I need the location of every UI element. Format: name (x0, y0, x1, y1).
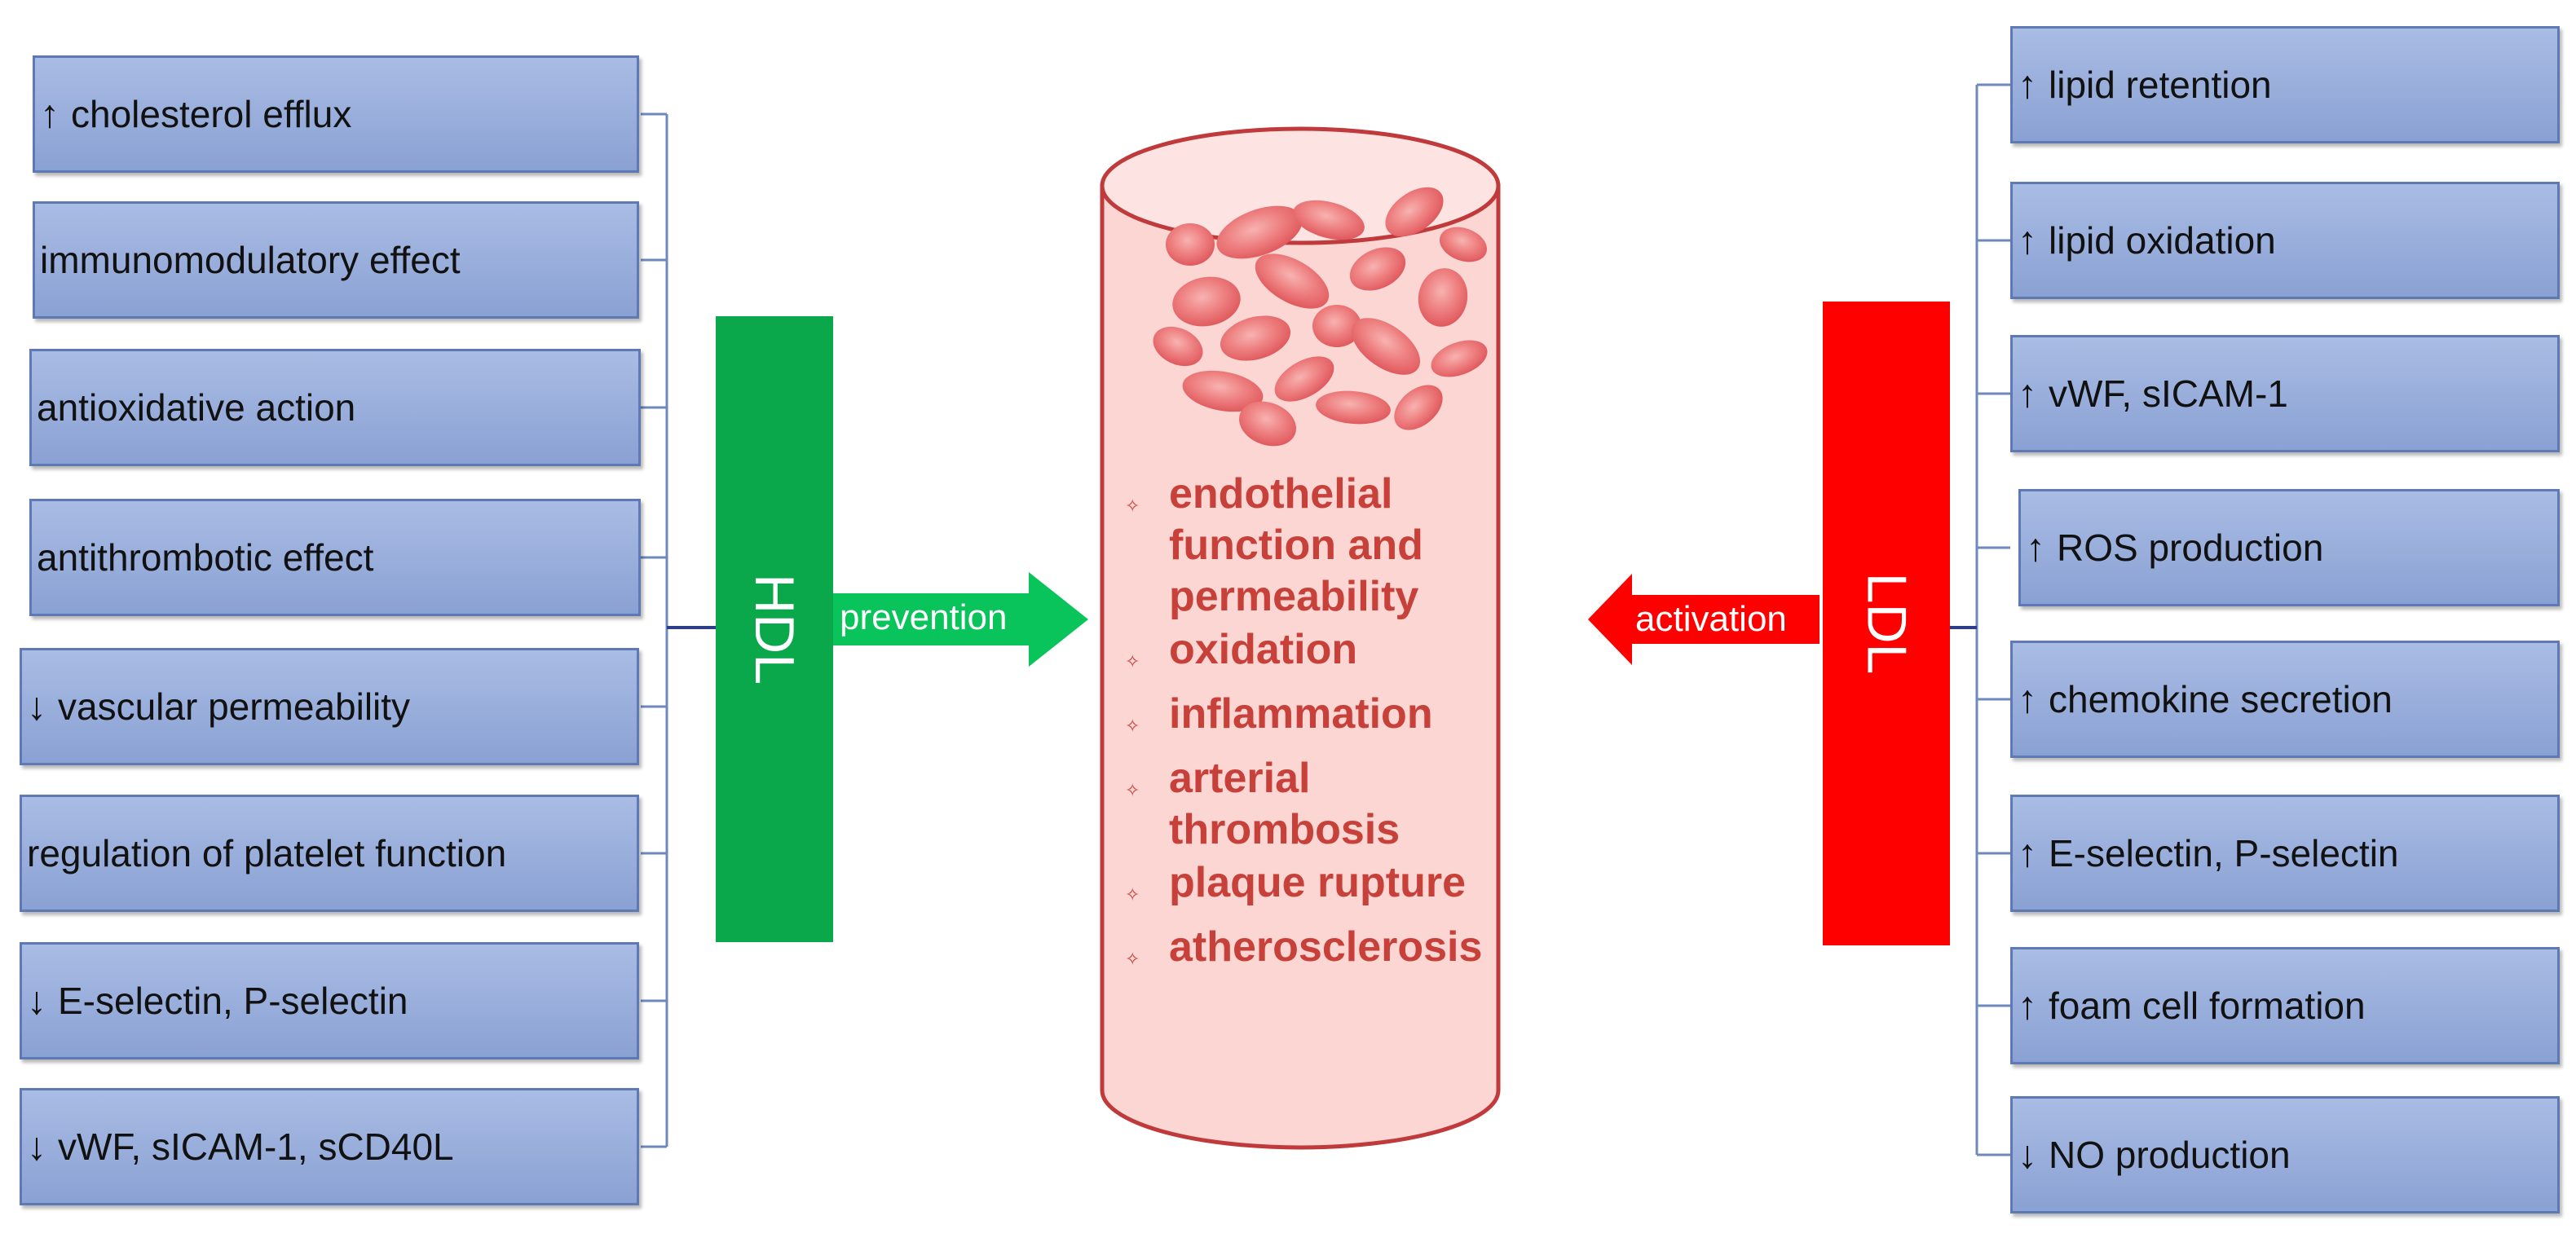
hdl-effect-label: cholesterol efflux (71, 93, 352, 135)
ldl-effect-label: ROS production (2057, 526, 2324, 569)
ldl-effect-label: NO production (2049, 1134, 2291, 1176)
ldl-effect-label: E-selectin, P-selectin (2049, 832, 2399, 874)
hdl-bar: HDL (716, 316, 833, 942)
ldl-effect-box: ↓ NO production (2010, 1096, 2560, 1214)
outcome-label: atherosclerosis (1169, 923, 1483, 971)
activation-arrow (1588, 574, 1820, 665)
outcome-label: oxidation (1169, 626, 1358, 673)
outcome-item: ✧ endothelial function and permeability (1125, 469, 1549, 623)
down-arrow-icon: ↓ (27, 685, 46, 729)
down-arrow-icon: ↓ (27, 979, 46, 1023)
ldl-effect-box: ↑ lipid retention (2010, 26, 2560, 143)
hdl-connector-lines (641, 112, 716, 1148)
hdl-effect-label: regulation of platelet function (27, 832, 507, 874)
outcome-item: ✧ atherosclerosis (1125, 922, 1549, 985)
diamond-bullet-icon: ✧ (1125, 496, 1140, 516)
down-arrow-icon: ↓ (27, 1125, 46, 1169)
outcome-label: plaque rupture (1169, 859, 1467, 906)
ldl-connector-lines (1948, 83, 2010, 1156)
outcome-item: ✧ arterial thrombosis (1125, 753, 1549, 856)
hdl-effect-label: vWF, sICAM-1, sCD40L (58, 1125, 454, 1168)
hdl-effect-box: ↓ E-selectin, P-selectin (20, 942, 639, 1059)
up-arrow-icon: ↑ (2018, 677, 2037, 721)
outcome-item: ✧ inflammation (1125, 689, 1549, 751)
hdl-label: HDL (743, 573, 805, 685)
hdl-effect-label: immunomodulatory effect (40, 239, 461, 281)
ldl-effect-label: lipid retention (2049, 64, 2272, 106)
up-arrow-icon: ↑ (40, 92, 60, 136)
ldl-effect-box: ↑ chemokine secretion (2010, 641, 2560, 758)
ldl-effect-box: ↑ vWF, sICAM-1 (2010, 335, 2560, 452)
outcome-item: ✧ plaque rupture (1125, 857, 1549, 920)
outcome-item: ✧ oxidation (1125, 624, 1549, 687)
outcome-label: inflammation (1169, 690, 1433, 738)
diamond-bullet-icon: ✧ (1125, 949, 1140, 969)
prevention-arrow (828, 572, 1088, 667)
ldl-effect-label: foam cell formation (2049, 985, 2366, 1027)
hdl-effect-label: antithrombotic effect (37, 536, 374, 579)
ldl-effect-box: ↑ foam cell formation (2010, 947, 2560, 1064)
diamond-bullet-icon: ✧ (1125, 716, 1140, 736)
diamond-bullet-icon: ✧ (1125, 651, 1140, 672)
ldl-effect-label: chemokine secretion (2049, 678, 2393, 720)
down-arrow-icon: ↓ (2018, 1133, 2037, 1177)
up-arrow-icon: ↑ (2026, 526, 2045, 570)
hdl-effect-label: vascular permeability (58, 685, 411, 728)
outcome-label: endothelial function and permeability (1169, 470, 1423, 620)
ldl-effect-label: lipid oxidation (2049, 219, 2276, 262)
outcome-label: arterial thrombosis (1169, 755, 1400, 853)
diamond-bullet-icon: ✧ (1125, 884, 1140, 905)
activation-label: activation (1635, 599, 1787, 639)
hdl-effect-box: ↑ cholesterol efflux (33, 55, 639, 173)
up-arrow-icon: ↑ (2018, 984, 2037, 1028)
hdl-effect-box: ↓ vascular permeability (20, 648, 639, 765)
up-arrow-icon: ↑ (2018, 218, 2037, 262)
hdl-effect-label: antioxidative action (37, 386, 356, 429)
hdl-effect-box: ↓ vWF, sICAM-1, sCD40L (20, 1088, 639, 1205)
hdl-effect-box: immunomodulatory effect (33, 201, 639, 319)
hdl-effect-label: E-selectin, P-selectin (58, 980, 408, 1022)
hdl-effect-box: antithrombotic effect (29, 499, 641, 616)
up-arrow-icon: ↑ (2018, 372, 2037, 416)
ldl-label: LDL (1855, 572, 1917, 675)
up-arrow-icon: ↑ (2018, 831, 2037, 875)
red-blood-cells (1153, 187, 1488, 447)
diamond-bullet-icon: ✧ (1125, 780, 1140, 800)
ldl-effect-box: ↑ ROS production (2018, 489, 2560, 606)
prevention-label: prevention (840, 597, 1008, 637)
ldl-effect-label: vWF, sICAM-1 (2049, 372, 2288, 415)
ldl-effect-box: ↑ E-selectin, P-selectin (2010, 795, 2560, 912)
hdl-effect-box: regulation of platelet function (20, 795, 639, 912)
hdl-effect-box: antioxidative action (29, 349, 641, 466)
up-arrow-icon: ↑ (2018, 63, 2037, 107)
outcome-list: ✧ endothelial function and permeability … (1125, 469, 1549, 986)
ldl-effect-box: ↑ lipid oxidation (2010, 182, 2560, 299)
ldl-bar: LDL (1823, 302, 1950, 945)
